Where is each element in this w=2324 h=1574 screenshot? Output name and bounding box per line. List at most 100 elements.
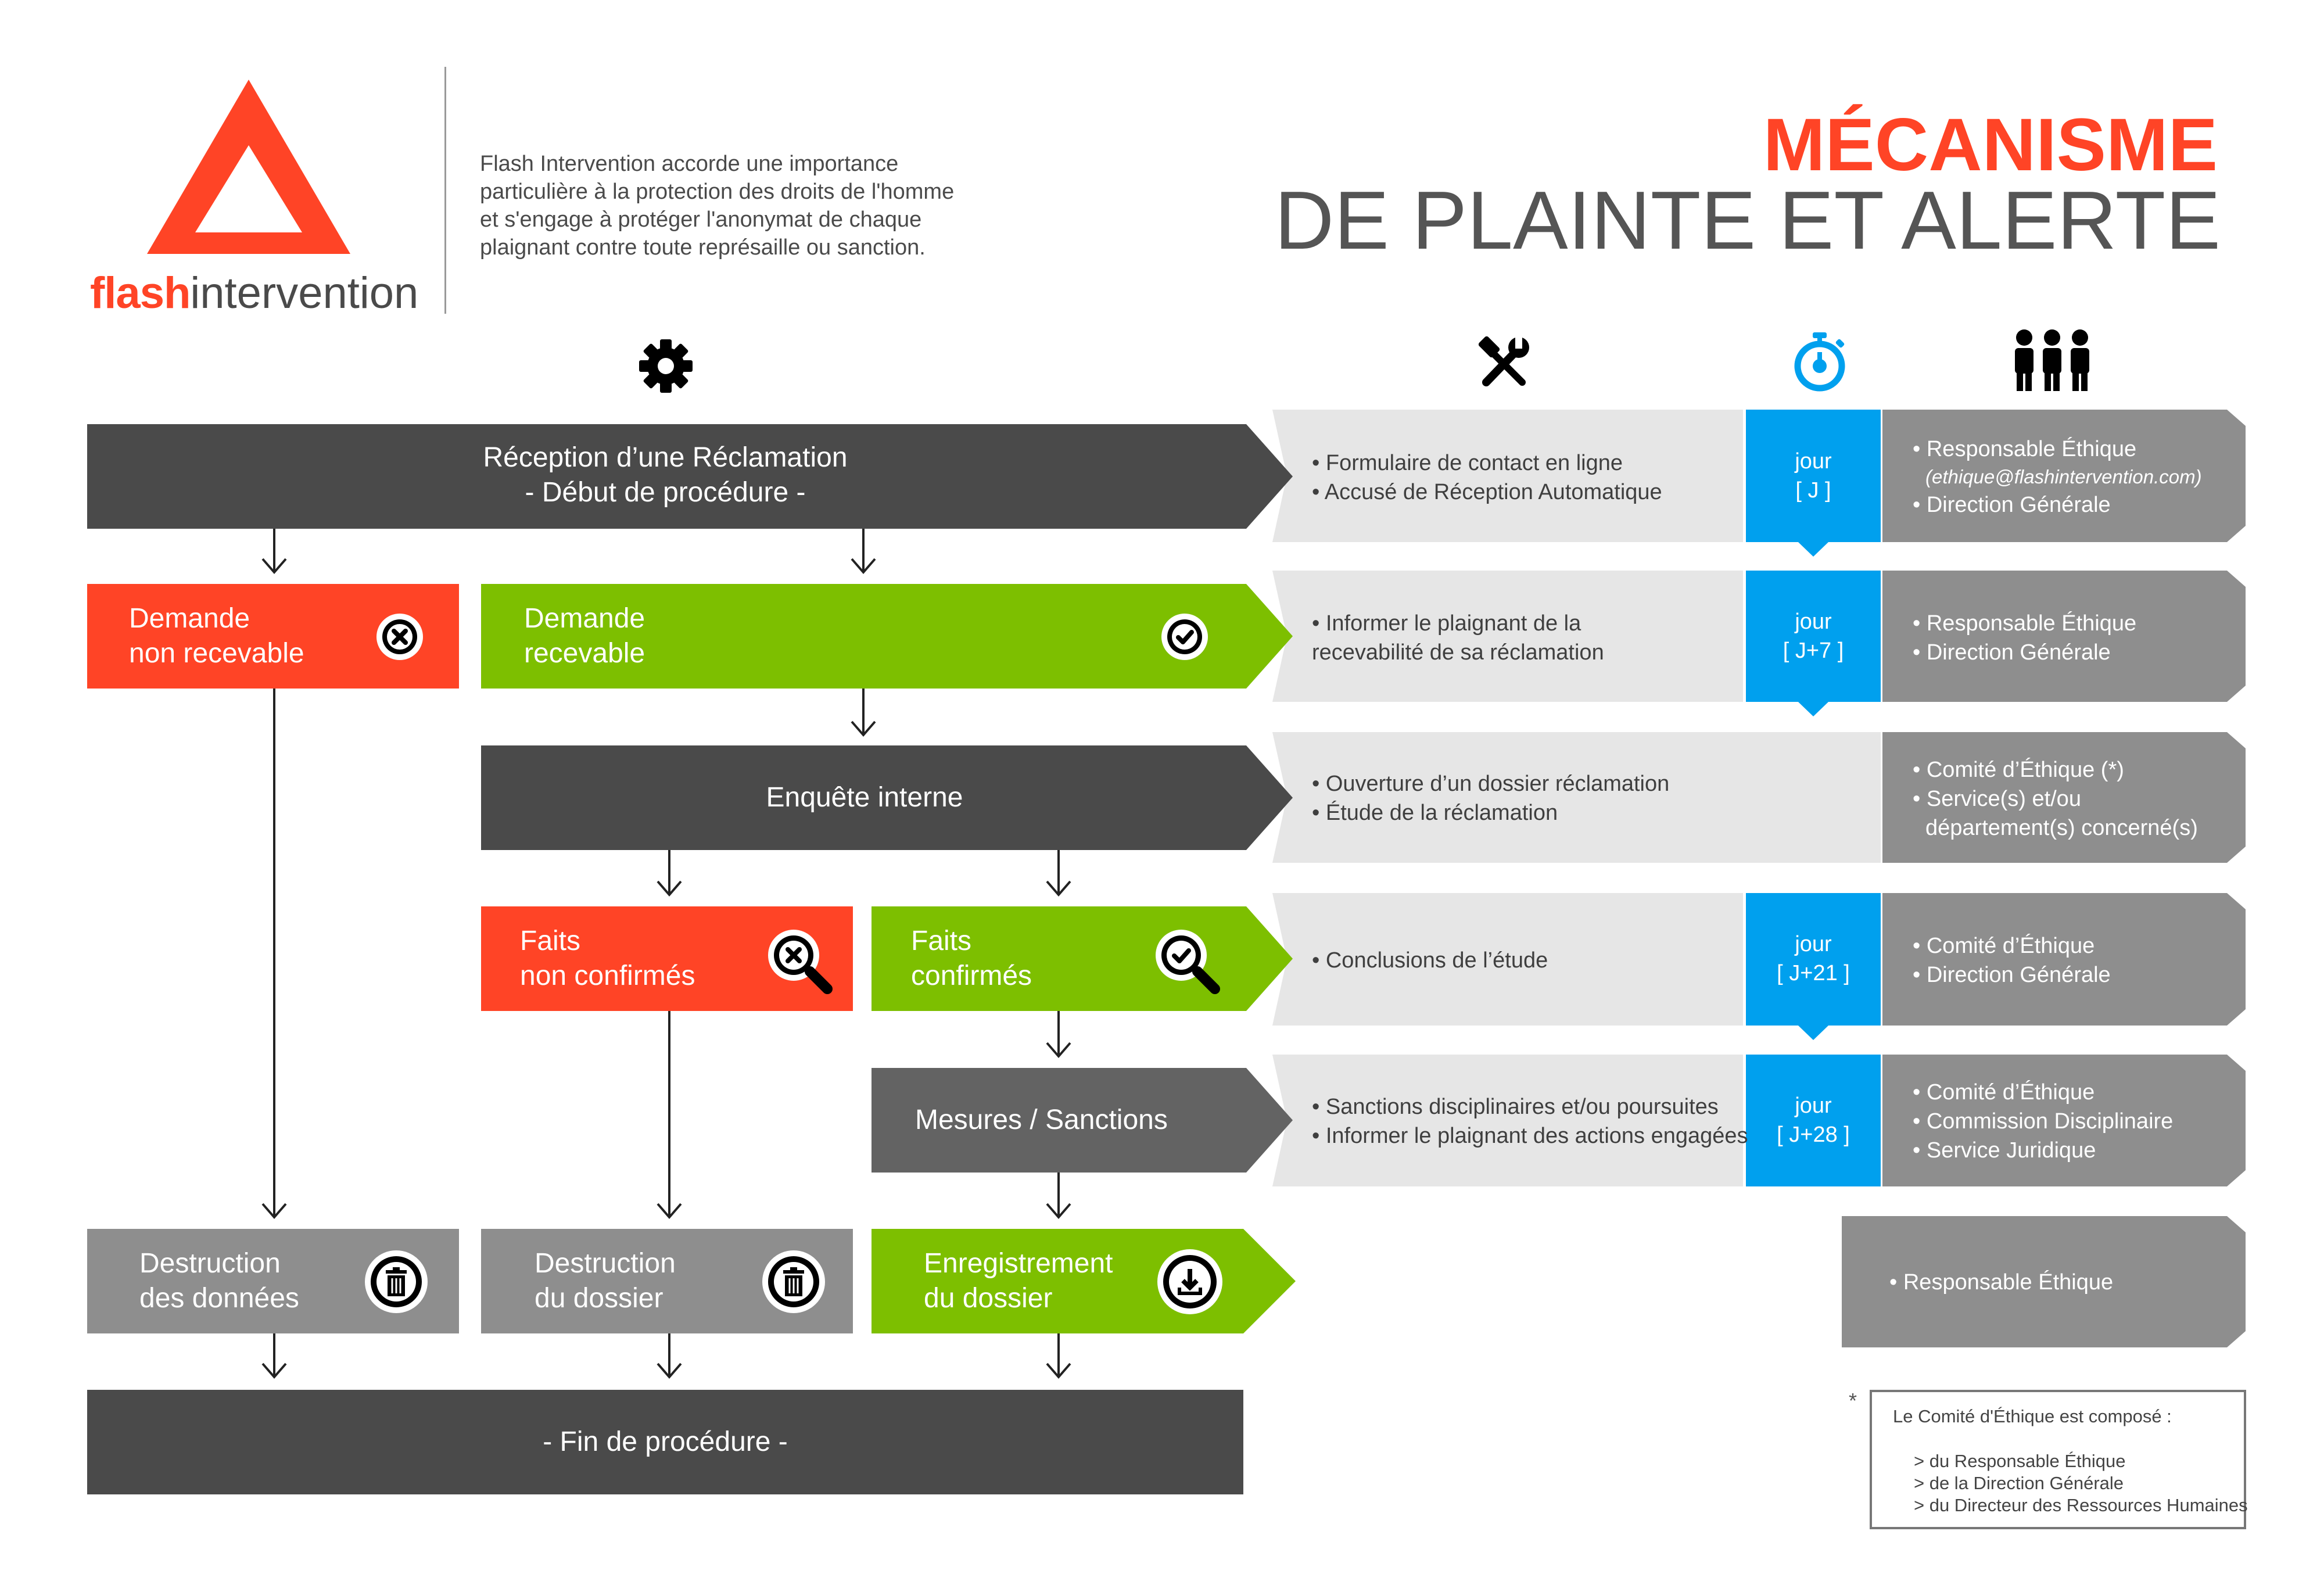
tools-line: • Formulaire de contact en ligne [1312,451,1623,475]
people-line: • Responsable Éthique [1913,437,2137,461]
people-panel [1882,571,2246,702]
tools-line: • Informer le plaignant de la [1312,611,1581,636]
people-icon [2015,329,2089,391]
flow-arrows [261,529,1071,1379]
magnifier-cross-icon [768,930,833,994]
people-line: • Direction Générale [1913,493,2111,517]
tools-panel [1272,1055,1743,1186]
label-line: Destruction [139,1248,281,1279]
enregistrement-label: Enregistrement du dossier [924,1246,1113,1316]
stopwatch-icon [1794,332,1845,392]
intro-line: particulière à la protection des droits … [480,180,955,204]
people-panel [1882,893,2246,1026]
reception-box [87,424,1293,529]
label-line: Demande [129,603,250,634]
fin-label: - Fin de procédure - [543,1426,788,1457]
label-line: Destruction [535,1248,676,1279]
cross-circle-icon [376,614,423,660]
gear-icon [639,339,693,393]
people-line: • Comité d’Éthique [1913,934,2095,958]
footnote-star: * [1849,1389,1857,1412]
label-line: recevable [524,638,645,669]
enquete-box [481,745,1293,850]
page-title-line1: MÉCANISME [1763,103,2218,187]
label-line: Enregistrement [924,1248,1113,1279]
people-email: (ethique@flashintervention.com) [1925,466,2202,487]
people-panel [1882,1055,2246,1186]
people-line: • Comité d’Éthique (*) [1913,758,2124,782]
day-word: jour [1795,1093,1832,1118]
intro-line: plaignant contre toute représaille ou sa… [480,235,926,260]
people-line: • Direction Générale [1913,963,2111,987]
footnote-heading: Le Comité d'Éthique est composé : [1893,1406,2172,1426]
non-confirmes-label: Faits non confirmés [520,924,695,994]
label-line: non confirmés [520,960,695,991]
day-panel [1746,410,1881,542]
tools-line: • Ouverture d’un dossier réclamation [1312,772,1670,796]
flash-logo-triangle [147,80,350,254]
day-panel [1746,571,1881,702]
day-value: [ J+21 ] [1777,961,1850,985]
tools-line: • Étude de la réclamation [1312,801,1558,825]
people-line: • Direction Générale [1913,640,2111,665]
tools-line: • Informer le plaignant des actions enga… [1312,1124,1748,1148]
tools-panel [1272,410,1743,542]
footnote-item: > du Responsable Éthique [1914,1451,2126,1471]
tools-panel [1272,732,1881,863]
people-line: • Comité d’Éthique [1913,1080,2095,1105]
label-line: des données [139,1283,299,1314]
header-divider [444,67,446,314]
label-line: Faits [520,926,581,956]
day-panel [1746,1055,1881,1186]
fin-box [87,1390,1243,1494]
day-label: jour [ J+7 ] [1746,607,1881,665]
recevable-label: Demande recevable [524,601,645,671]
trash-icon [365,1250,428,1313]
intro-line: Flash Intervention accorde une importanc… [480,152,899,176]
day-label: jour [ J+28 ] [1746,1091,1881,1149]
tools-icon [1478,336,1529,386]
day-label: jour [ J ] [1746,447,1881,505]
people-line: • Responsable Éthique [1889,1270,2114,1295]
confirmes-label: Faits confirmés [911,924,1032,994]
trash-icon [762,1250,825,1313]
label-line: Demande [524,603,645,634]
people-panel [1842,1216,2246,1347]
people-text: • Comité d’Éthique • Commission Discipli… [1913,1078,2173,1165]
recevable-box [481,584,1293,689]
tools-text: • Ouverture d’un dossier réclamation • É… [1312,769,1669,827]
check-circle-icon [1161,614,1208,660]
people-line: département(s) concerné(s) [1925,816,2198,840]
reception-label: Réception d’une Réclamation - Début de p… [87,440,1243,510]
label-line: du dossier [535,1283,664,1314]
footnote-item: > du Directeur des Ressources Humaines [1914,1495,2248,1515]
tools-line: recevabilité de sa réclamation [1312,640,1604,665]
label-line: confirmés [911,960,1032,991]
page-title-line2: DE PLAINTE ET ALERTE [1274,174,2221,267]
mesures-box [871,1068,1293,1173]
footnote-item: > de la Direction Générale [1914,1473,2124,1493]
day-label: jour [ J+21 ] [1746,930,1881,988]
intro-text: Flash Intervention accorde une importanc… [480,150,954,261]
mesures-label: Mesures / Sanctions [915,1105,1168,1135]
tools-panel [1272,893,1743,1026]
people-line: • Commission Disciplinaire [1913,1109,2174,1134]
brand-flash: flash [90,268,191,318]
reception-title: Réception d’une Réclamation [483,442,848,473]
tools-text: • Formulaire de contact en ligne • Accus… [1312,449,1662,507]
reception-subtitle: - Début de procédure - [525,477,806,508]
download-icon [1157,1249,1222,1314]
footnote-list: > du Responsable Éthique > de la Directi… [1914,1450,2248,1516]
enquete-label: Enquête interne [766,782,963,813]
tools-text: • Conclusions de l’étude [1312,946,1548,975]
non-recevable-label: Demande non recevable [129,601,304,671]
day-word: jour [1795,932,1832,956]
people-text: • Responsable Éthique (ethique@flashinte… [1913,435,2202,519]
intro-line: et s'engage à protéger l'anonymat de cha… [480,207,922,232]
footnote-box: Le Comité d'Éthique est composé : > du R… [1870,1390,2248,1529]
day-value: [ J+28 ] [1777,1123,1850,1147]
brand-intervention: intervention [190,268,419,318]
magnifier-check-icon [1156,930,1220,994]
